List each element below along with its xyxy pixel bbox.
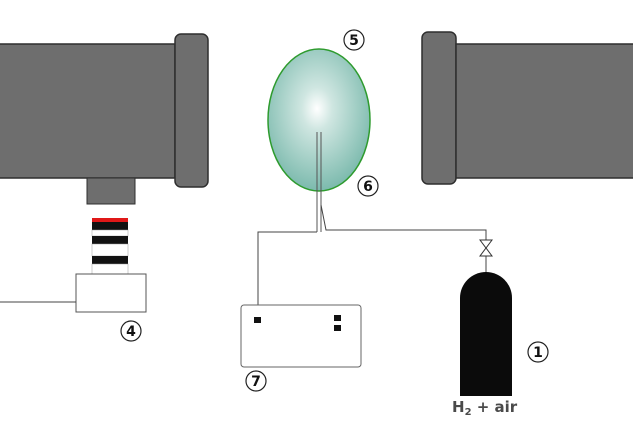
hydrogen-bubble <box>267 48 371 192</box>
gas-label: H2 + air <box>452 398 518 418</box>
left-housing <box>0 33 209 205</box>
right-housing <box>421 31 633 185</box>
label-4-marker: 4 <box>120 320 142 342</box>
label-5: 5 <box>349 33 359 49</box>
label-7: 7 <box>251 374 261 390</box>
controller-box <box>240 304 362 368</box>
label-1-marker: 1 <box>527 341 549 363</box>
detector-base <box>75 273 147 313</box>
controller-wire <box>257 231 317 320</box>
detector-sensor <box>91 218 129 275</box>
label-6: 6 <box>363 179 373 195</box>
nozzle-tube <box>316 132 322 232</box>
label-6-marker: 6 <box>357 175 379 197</box>
label-5-marker: 5 <box>343 29 365 51</box>
label-4: 4 <box>126 324 136 340</box>
label-7-marker: 7 <box>245 370 267 392</box>
gas-cylinder <box>460 272 512 396</box>
valve-icon <box>479 239 493 257</box>
label-1: 1 <box>533 345 543 361</box>
gas-line <box>320 204 487 272</box>
